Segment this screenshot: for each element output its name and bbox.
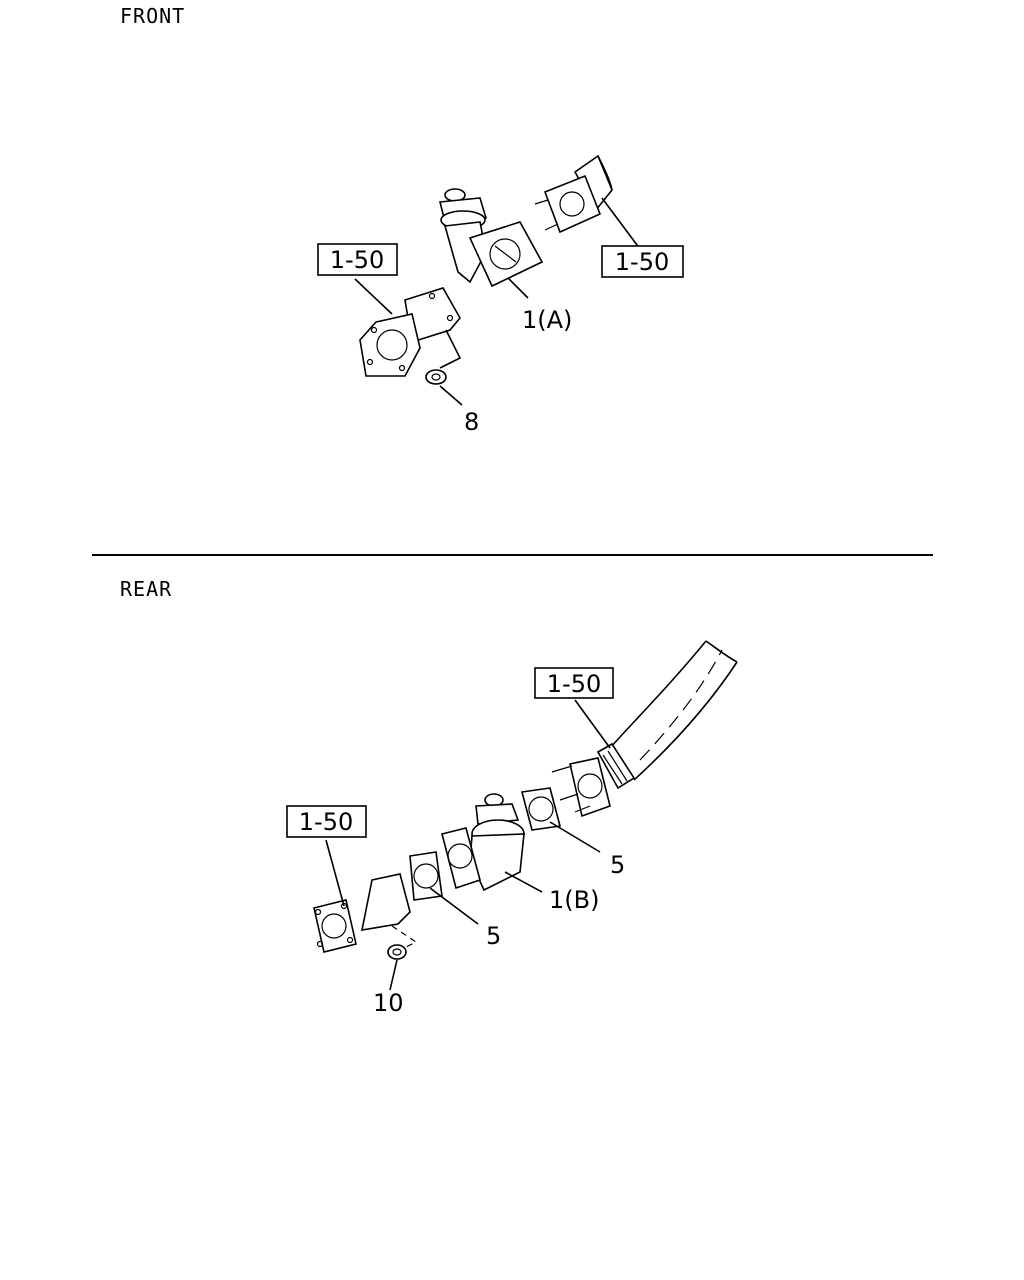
rear-ref-label-left: 1-50 (299, 808, 353, 836)
rear-leader-ref-left (325, 839, 345, 907)
rear-ref-label-top: 1-50 (547, 670, 601, 698)
rear-callout-gasket-left: 5 (486, 922, 501, 950)
rear-egr-valve (441, 793, 525, 892)
rear-gasket-right (520, 787, 562, 831)
front-diagram: 1-50 1-50 1(A) 8 (317, 154, 684, 436)
rear-callout-nut: 10 (373, 989, 404, 1017)
front-leader-valve (507, 277, 529, 299)
rear-leader-nut (389, 959, 398, 991)
front-egr-valve (438, 188, 544, 288)
rear-callout-valve: 1(B) (549, 886, 599, 914)
rear-diagram: 1-50 1-50 5 1(B) 5 10 (286, 640, 738, 1017)
front-ref-label-right: 1-50 (615, 248, 669, 276)
front-ref-label-left: 1-50 (330, 246, 384, 274)
rear-leader-gasket-right (549, 821, 601, 853)
rear-leader-ref-top (574, 699, 611, 749)
front-ref-box-right (601, 245, 684, 278)
front-ref-box-left (317, 243, 398, 276)
front-leader-ref-right (601, 197, 641, 250)
rear-ref-box-left (286, 805, 367, 838)
front-nut (425, 369, 447, 385)
rear-nut (387, 944, 407, 960)
rear-connecting-pipe (313, 873, 418, 953)
rear-callout-gasket-right: 5 (610, 851, 625, 879)
rear-exhaust-pipe (551, 640, 738, 818)
front-callout-valve: 1(A) (522, 306, 572, 334)
front-exhaust-pipe (534, 154, 613, 234)
rear-ref-box-top (534, 667, 614, 699)
front-connecting-pipe (359, 287, 462, 377)
front-leader-ref-left (354, 278, 393, 315)
front-section-title: FRONT (120, 4, 186, 28)
rear-leader-gasket-left (429, 887, 479, 925)
rear-section-title: REAR (120, 577, 173, 601)
rear-leader-valve (504, 871, 543, 893)
front-leader-nut (439, 385, 463, 406)
section-divider (92, 554, 933, 556)
front-callout-nut: 8 (464, 408, 479, 436)
rear-gasket-left (409, 851, 443, 901)
